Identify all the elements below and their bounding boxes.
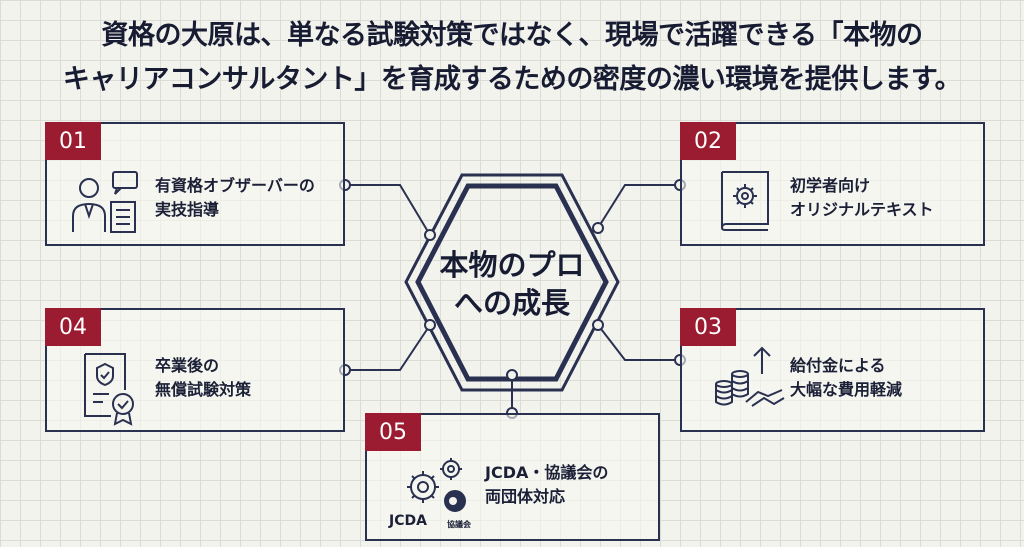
- gears-logos-icon: [407, 458, 466, 512]
- feature-card-05: 05 JCDA 協議会 JCDA・協議会の 両団体対応: [365, 413, 660, 541]
- feature-title-line-2: 両団体対応: [485, 487, 566, 506]
- feature-title-line-1: 給付金による: [790, 356, 886, 375]
- feature-title-line-1: 卒業後の: [155, 356, 220, 375]
- feature-title-line-1: 有資格オブザーバーの: [155, 176, 315, 195]
- feature-number: 02: [680, 122, 736, 160]
- headline-line-1: 資格の大原は、単なる試験対策ではなく、現場で活躍できる「本物の: [101, 20, 923, 51]
- feature-card-02: 02 初学者向け オリジナルテキスト: [680, 122, 985, 246]
- feature-title-line-2: 無償試験対策: [155, 380, 252, 399]
- certificate-icon: [84, 353, 134, 426]
- hexagon-inner: [415, 183, 609, 382]
- book-gear-icon: [720, 171, 769, 231]
- jcda-logo: JCDA: [389, 513, 427, 529]
- hexagon-outer: [404, 173, 620, 392]
- feature-title-line-2: オリジナルテキスト: [790, 200, 934, 219]
- coins-handshake-icon: [715, 346, 785, 407]
- feature-number: 05: [365, 413, 421, 451]
- feature-title-line-2: 大幅な費用軽減: [790, 380, 903, 399]
- connector-01: [345, 184, 431, 236]
- feature-number: 04: [45, 308, 101, 346]
- center-line-2: への成長: [453, 286, 570, 320]
- feature-card-04: 04 卒業後の 無償試験対策: [45, 308, 345, 432]
- feature-card-03: 03 給付金による 大幅な費用軽減: [680, 308, 985, 432]
- feature-card-01: 01 有資格オブザーバーの 実技指導: [45, 122, 345, 246]
- feature-title-line-1: JCDA・協議会の: [485, 463, 609, 482]
- council-logo: 協議会: [447, 520, 471, 529]
- connector-03: [597, 324, 680, 361]
- observer-clipboard-icon: [72, 171, 138, 233]
- connector-02: [597, 184, 680, 229]
- feature-number: 01: [45, 122, 101, 160]
- feature-number: 03: [680, 308, 736, 346]
- center-line-1: 本物のプロ: [439, 248, 585, 282]
- center-label: 本物のプロ への成長: [412, 246, 612, 322]
- connector-04: [345, 324, 431, 371]
- feature-title-line-1: 初学者向け: [790, 176, 871, 195]
- feature-title-line-2: 実技指導: [155, 200, 220, 219]
- headline-line-2: キャリアコンサルタント」を育成するための密度の濃い環境を提供します。: [62, 64, 962, 95]
